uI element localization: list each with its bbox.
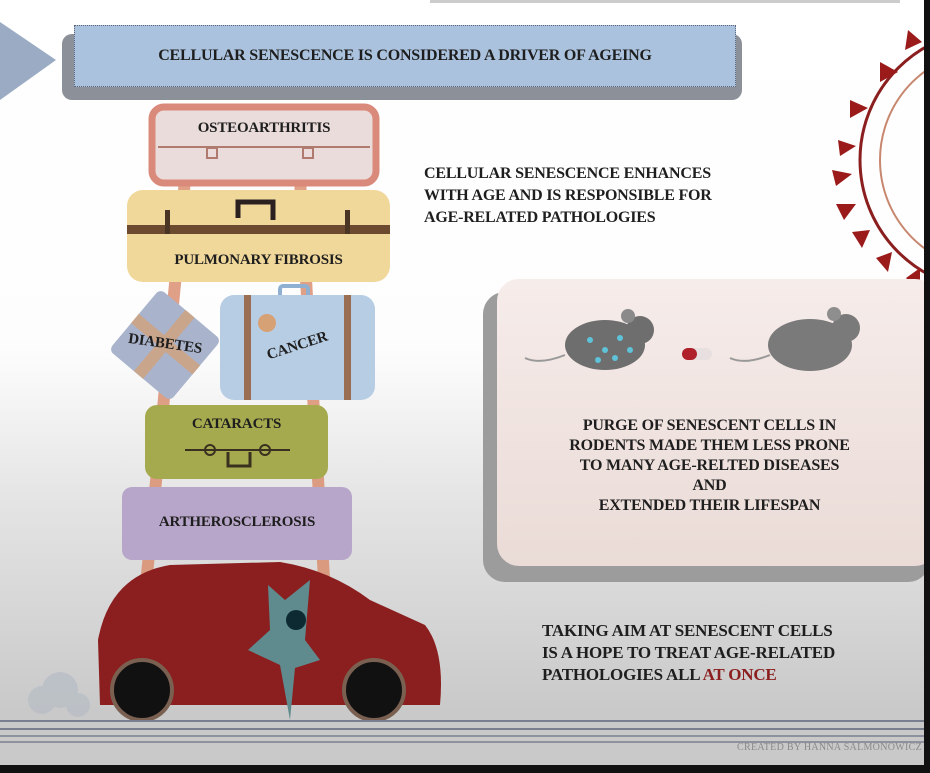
panel-line: and	[692, 477, 727, 494]
healthy-mouse-icon	[729, 307, 860, 371]
credit-text: Created by Hanna Salmonowicz	[737, 742, 922, 753]
label-cataracts: Cataracts	[191, 416, 282, 432]
handle-icon	[235, 199, 276, 220]
info-line: age-related pathologies	[424, 209, 656, 226]
diabetes-suitcase	[111, 291, 219, 399]
osteoarthritis-suitcase	[148, 103, 380, 187]
arrow-icon	[0, 22, 56, 100]
road-lines	[0, 720, 924, 743]
senescent-cell-sun-icon	[832, 30, 930, 292]
panel-line: Purge of senescent cells in	[582, 417, 837, 434]
label-artherosclerosis: Artherosclerosis	[158, 514, 316, 530]
rodent-panel-text: Purge of senescent cells in rodents made…	[497, 416, 922, 516]
info-line: Cellular senescence enhances	[424, 165, 711, 182]
info-line: is a hope to treat age-related	[542, 643, 836, 662]
mice-illustration	[524, 307, 860, 371]
info-line: with age and is responsible for	[424, 187, 712, 204]
exhaust-cloud-icon	[28, 672, 90, 717]
panel-line: rodents made them less prone	[569, 437, 850, 454]
panel-line: to many age-relted diseases	[579, 457, 840, 474]
panel-line: extended their lifespan	[598, 497, 821, 514]
info-text-bottom: Taking aim at senescent cells is a hope …	[542, 620, 835, 686]
label-pulmonary-fibrosis: Pulmonary fibrosis	[174, 252, 343, 268]
pill-icon	[682, 348, 712, 360]
right-frame	[924, 0, 930, 773]
bottom-frame	[0, 765, 930, 773]
car-icon	[98, 562, 441, 722]
info-line: pathologies all at once	[542, 664, 835, 686]
pulmonary-fibrosis-suitcase	[127, 190, 390, 282]
info-line: Taking aim at senescent cells	[542, 621, 833, 640]
cataracts-suitcase	[145, 405, 328, 479]
senescent-mouse-icon	[524, 309, 654, 370]
banner-title: Cellular senescence is considered a driv…	[74, 25, 736, 87]
accent-text: at once	[702, 665, 777, 684]
artherosclerosis-suitcase	[122, 487, 352, 560]
info-line-prefix: pathologies all	[542, 665, 703, 684]
label-osteoarthritis: Osteoarthritis	[197, 120, 331, 136]
info-text-top: Cellular senescence enhances with age an…	[424, 163, 712, 229]
top-divider	[430, 0, 900, 3]
